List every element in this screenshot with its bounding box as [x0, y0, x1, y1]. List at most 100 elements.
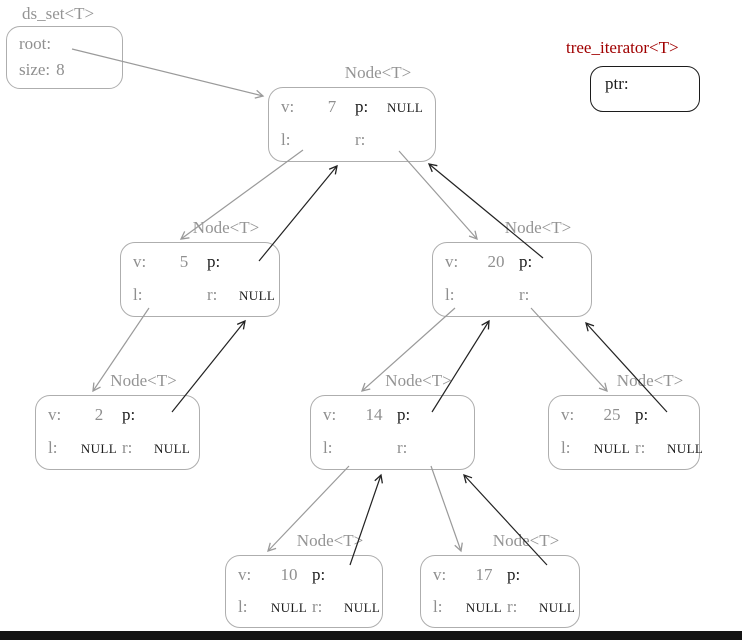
node-fields-row: v: 17 p:	[433, 560, 571, 592]
node-fields-row: v: 20 p:	[445, 247, 583, 279]
tree-node-2: Node<T> v: 2 p: l: NULL r: NULL	[35, 368, 200, 470]
field-label-l: l:	[445, 284, 455, 304]
node-type-label: Node<T>	[616, 371, 684, 390]
node-box: v: 2 p: l: NULL r: NULL	[35, 395, 200, 470]
field-label-p: p:	[507, 565, 521, 584]
node-type-label: Node<T>	[385, 371, 452, 390]
field-value-v: 5	[179, 252, 189, 272]
field-value-v: 20	[487, 252, 505, 272]
node-fields-row: l: NULL r: NULL	[238, 592, 380, 624]
field-label-p: p:	[207, 252, 221, 272]
ptr-field-label: ptr:	[605, 74, 629, 93]
field-label-l: l:	[238, 596, 248, 616]
field-label-r: r:	[519, 284, 530, 304]
field-value-r: NULL	[154, 440, 191, 456]
tree-iterator-group: tree_iterator<T> ptr:	[566, 38, 700, 112]
node-box: v: 5 p: l: r: NULL	[120, 242, 280, 317]
ds-set-title: ds_set<T>	[22, 4, 95, 23]
field-label-v: v:	[238, 565, 252, 584]
node-fields-row: l: r: NULL	[133, 280, 275, 312]
node-fields-row: v: 2 p:	[48, 400, 191, 432]
node-box: v: 17 p: l: NULL r: NULL	[420, 555, 580, 628]
node-box: v: 25 p: l: NULL r: NULL	[548, 395, 703, 470]
field-label-v: v:	[561, 405, 575, 425]
field-label-l: l:	[281, 129, 291, 149]
node-fields-row: l: NULL r: NULL	[561, 433, 703, 465]
field-label-p: p:	[519, 252, 533, 272]
field-value-v: 25	[603, 405, 621, 425]
field-label-r: r:	[635, 437, 646, 457]
ds-set-box: root: size: 8	[6, 26, 123, 89]
node-type-label: Node<T>	[344, 63, 412, 82]
node-fields-row: v: 7 p: NULL	[281, 92, 427, 124]
field-value-p: NULL	[387, 100, 424, 116]
node-fields-row: v: 14 p:	[323, 400, 466, 432]
node-fields-row: l: r:	[323, 433, 466, 465]
tree-node-5: Node<T> v: 5 p: l: r: NULL	[120, 215, 280, 317]
field-value-r: NULL	[667, 440, 704, 456]
tree-node-17: Node<T> v: 17 p: l: NULL r: NULL	[420, 528, 580, 628]
field-value-v: 14	[365, 405, 383, 425]
field-label-r: r:	[355, 129, 366, 149]
field-label-v: v:	[445, 252, 459, 272]
node-fields-row: l: NULL r: NULL	[433, 592, 575, 624]
field-label-p: p:	[355, 97, 369, 117]
tree-node-10: Node<T> v: 10 p: l: NULL r: NULL	[225, 528, 383, 628]
field-label-l: l:	[133, 284, 143, 304]
field-label-v: v:	[48, 405, 62, 425]
field-value-l: NULL	[270, 599, 308, 615]
tree-node-14: Node<T> v: 14 p: l: r:	[310, 368, 475, 470]
size-field-value: 8	[56, 60, 65, 79]
field-value-r: NULL	[239, 287, 276, 303]
field-label-p: p:	[122, 405, 136, 425]
node-box: v: 7 p: NULL l: r:	[268, 87, 436, 162]
field-label-p: p:	[312, 565, 326, 584]
field-label-r: r:	[207, 284, 218, 304]
field-value-v: 10	[280, 565, 298, 584]
node-box: v: 20 p: l: r:	[432, 242, 592, 317]
node-box: v: 14 p: l: r:	[310, 395, 475, 470]
tree-node-20: Node<T> v: 20 p: l: r:	[432, 215, 592, 317]
node-fields-row: l: r:	[445, 280, 583, 312]
node-type-label: Node<T>	[296, 531, 364, 550]
tree-iterator-box: ptr:	[590, 66, 700, 112]
tree-node-25: Node<T> v: 25 p: l: NULL r: NULL	[548, 368, 703, 470]
node-box: v: 10 p: l: NULL r: NULL	[225, 555, 383, 628]
node-fields-row: l: NULL r: NULL	[48, 433, 191, 465]
node-fields-row: l: r:	[281, 125, 427, 157]
field-label-l: l:	[48, 437, 58, 457]
field-label-v: v:	[433, 565, 447, 584]
tree-node-7: Node<T> v: 7 p: NULL l: r:	[268, 60, 436, 162]
field-label-l: l:	[323, 437, 333, 457]
tree-iterator-title: tree_iterator<T>	[566, 38, 679, 57]
field-value-l: NULL	[593, 440, 631, 456]
field-label-r: r:	[397, 437, 408, 457]
field-value-v: 2	[94, 405, 104, 425]
field-value-r: NULL	[344, 599, 381, 615]
node-fields-row: v: 10 p:	[238, 560, 374, 592]
field-value-r: NULL	[539, 599, 576, 615]
field-label-v: v:	[133, 252, 147, 272]
field-label-r: r:	[122, 437, 133, 457]
field-label-l: l:	[433, 596, 443, 616]
field-value-l: NULL	[80, 440, 118, 456]
field-label-l: l:	[561, 437, 571, 457]
node-fields-row: v: 5 p:	[133, 247, 271, 279]
field-label-r: r:	[312, 596, 323, 616]
node-type-label: Node<T>	[492, 531, 560, 550]
field-label-p: p:	[397, 405, 411, 425]
field-label-r: r:	[507, 596, 518, 616]
field-label-p: p:	[635, 405, 649, 425]
node-type-label: Node<T>	[504, 218, 572, 237]
node-type-label: Node<T>	[110, 371, 177, 390]
root-field-label: root:	[19, 34, 52, 53]
node-fields-row: v: 25 p:	[561, 400, 691, 432]
node-type-label: Node<T>	[192, 218, 260, 237]
ds-set-group: ds_set<T> root: size: 8	[6, 4, 123, 89]
field-value-v: 7	[327, 97, 337, 117]
size-field-label: size:	[19, 60, 51, 79]
field-value-l: NULL	[465, 599, 503, 615]
field-label-v: v:	[323, 405, 337, 425]
field-value-v: 17	[475, 565, 493, 584]
